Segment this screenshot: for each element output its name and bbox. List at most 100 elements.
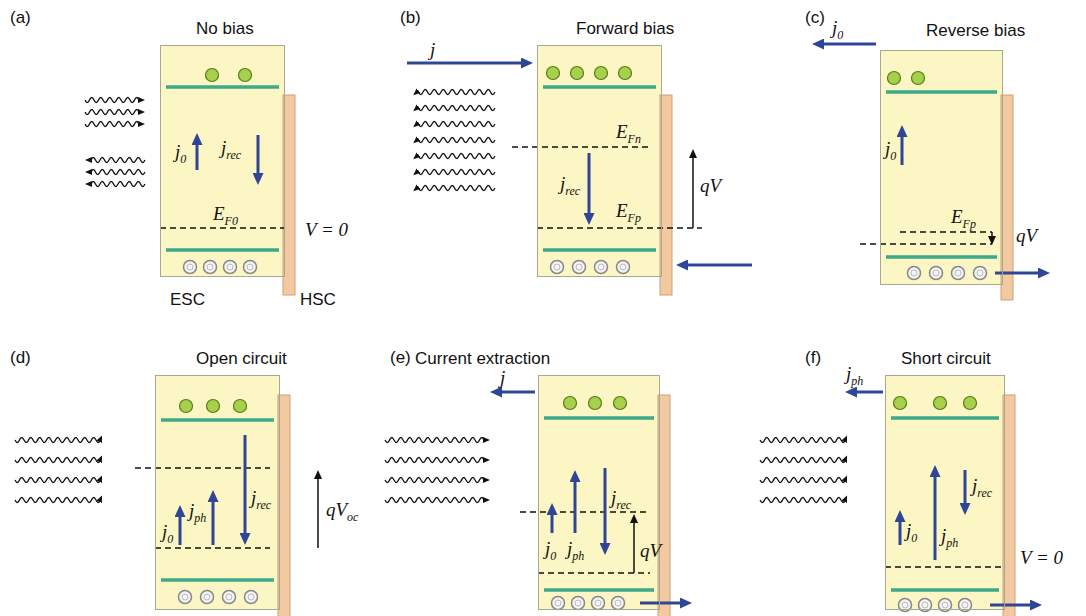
band-edge (886, 90, 997, 94)
quantity-label: j0 (832, 18, 843, 40)
hole (182, 594, 188, 600)
photon-wave (15, 437, 100, 442)
voltage-arrow (317, 476, 319, 548)
current-arrow (196, 141, 199, 170)
quantity-label: jph (189, 501, 206, 523)
current-arrow (257, 135, 260, 177)
current-arrow (853, 391, 883, 394)
electron (564, 397, 577, 410)
quantity-label: qV (1016, 226, 1037, 246)
device-box: Forward biasEFnjrecEFp (537, 45, 662, 277)
hole (179, 591, 192, 604)
hole (207, 264, 213, 270)
current-arrow (212, 498, 215, 545)
panel-title: Current extraction (415, 349, 550, 369)
photon-wave (760, 437, 845, 442)
quantity-label: j (500, 368, 505, 388)
hole (933, 270, 939, 276)
quantity-label: jph (567, 539, 584, 561)
hole (922, 602, 928, 608)
photon-wave (85, 121, 140, 126)
quantity-label: j0 (545, 539, 556, 561)
electron (180, 400, 193, 413)
hole (955, 270, 961, 276)
quantity-label: j0 (162, 522, 173, 544)
quantity-label: jph (941, 526, 958, 548)
fermi-level (885, 566, 1005, 568)
photon-wave (90, 157, 145, 162)
absorber-layer (885, 375, 1005, 610)
photon-wave (417, 89, 495, 94)
quantity-label: j (430, 40, 435, 60)
hole (226, 594, 232, 600)
electron (934, 397, 947, 410)
quantity-label: jrec (611, 488, 631, 510)
hole (974, 267, 987, 280)
band-edge (891, 416, 999, 420)
quantity-label: jrec (251, 488, 271, 510)
absorber-layer (538, 375, 660, 610)
current-arrow (574, 478, 577, 533)
band-edge (543, 248, 656, 252)
panel-title: No bias (196, 19, 254, 39)
current-arrow (934, 473, 937, 560)
fermi-level (538, 572, 650, 574)
hole (554, 264, 560, 270)
hole (204, 261, 217, 274)
current-arrow (179, 513, 182, 545)
hole (227, 264, 233, 270)
hole (201, 591, 214, 604)
hole (576, 264, 582, 270)
hole (244, 261, 257, 274)
absorber-layer (880, 50, 1003, 285)
quantity-label: j0 (906, 521, 917, 543)
panel-title: Forward bias (576, 19, 674, 39)
panel-label: (e) (390, 348, 411, 368)
panel-label: HSC (300, 290, 336, 310)
hole (187, 264, 193, 270)
panel-label: (a) (10, 8, 31, 28)
device-drawing (860, 50, 1013, 300)
electron (234, 400, 247, 413)
hole (977, 270, 983, 276)
device-box: Open circuitj0jphjrec (155, 375, 280, 610)
photon-wave (385, 437, 485, 442)
photon-wave (417, 169, 495, 174)
device-drawing (512, 45, 702, 295)
fermi-level (155, 547, 270, 549)
quantity-label: V = 0 (1020, 548, 1063, 568)
quantity-label: V = 0 (305, 220, 348, 240)
photon-wave (85, 97, 140, 102)
current-arrow (604, 468, 607, 547)
band-edge (544, 416, 654, 420)
panel-label: ESC (170, 290, 205, 310)
hole (204, 594, 210, 600)
voltage-arrow (991, 232, 993, 239)
current-arrow (244, 435, 247, 537)
photon-wave (385, 477, 485, 482)
current-arrow (899, 518, 902, 545)
panel-label: (d) (10, 348, 31, 368)
hole (902, 602, 908, 608)
hole (573, 261, 586, 274)
absorber-layer (155, 375, 280, 610)
hole (911, 270, 917, 276)
hole (245, 591, 258, 604)
current-arrow (990, 604, 1034, 607)
photon-wave (15, 497, 100, 502)
photon-wave (385, 457, 485, 462)
electron (206, 69, 219, 82)
photon-wave (417, 185, 495, 190)
hole (962, 602, 968, 608)
device-box: No biasj0jrecEF0 (160, 45, 285, 277)
quantity-label: qV (700, 176, 721, 196)
electron (619, 67, 632, 80)
device-drawing (885, 375, 1015, 616)
voltage-arrow (633, 520, 635, 573)
fermi-level (160, 227, 285, 229)
hole (247, 264, 253, 270)
hole (595, 261, 608, 274)
device-drawing (160, 45, 295, 295)
current-arrow (551, 511, 554, 533)
current-arrow (684, 264, 752, 267)
